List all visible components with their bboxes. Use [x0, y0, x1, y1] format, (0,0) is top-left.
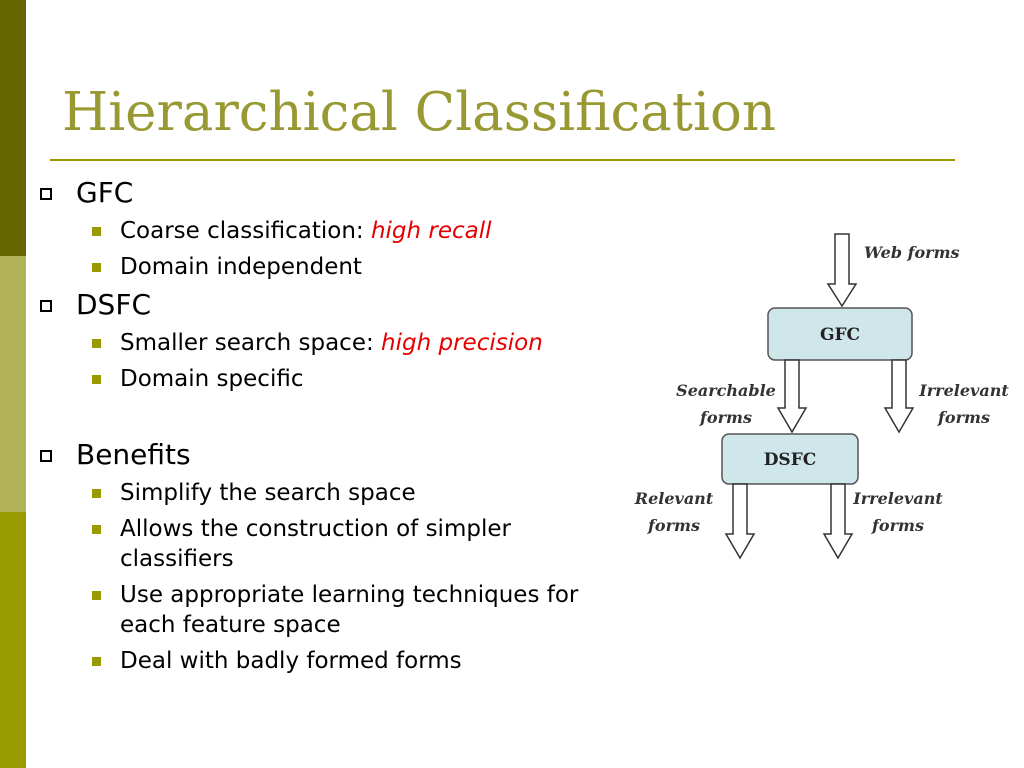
bullet-gfc: GFC — [40, 176, 620, 210]
sub-bullet: Smaller search space: high precision — [40, 328, 620, 358]
sidebar-band-bottom — [0, 512, 26, 768]
flow-diagram-svg: Web forms GFC Searchable forms Irrelevan… — [634, 233, 1009, 560]
hollow-square-bullet-icon — [40, 188, 52, 200]
relevant-label-line2: forms — [647, 516, 700, 535]
sub-bullet-text: Deal with badly formed forms — [120, 648, 462, 674]
title-divider — [50, 159, 955, 161]
square-bullet-icon — [92, 227, 101, 236]
square-bullet-icon — [92, 375, 101, 384]
input-arrow-icon — [826, 233, 858, 308]
sub-bullet: Domain independent — [40, 252, 620, 282]
bullet-heading: GFC — [76, 176, 134, 209]
sub-bullet-text: Allows the construction of simpler class… — [120, 516, 511, 572]
sub-bullet-emphasis: high precision — [381, 330, 543, 356]
hollow-square-bullet-icon — [40, 450, 52, 462]
sub-bullet-text: Domain specific — [120, 366, 304, 392]
irrelevant-arrow-icon — [822, 483, 854, 560]
relevant-label-line1: Relevant — [634, 489, 714, 508]
searchable-label-line1: Searchable — [676, 381, 776, 400]
bullet-heading: DSFC — [76, 288, 151, 321]
sub-bullet: Use appropriate learning techniques for … — [40, 580, 620, 640]
sub-bullet: Allows the construction of simpler class… — [40, 514, 620, 574]
irrelevant-label-line2: forms — [871, 516, 924, 535]
slide-title: Hierarchical Classification — [62, 82, 777, 143]
sub-bullet-text: Coarse classification: — [120, 218, 371, 244]
sub-bullet: Deal with badly formed forms — [40, 646, 620, 676]
gfc-box — [767, 307, 913, 361]
searchable-arrow-icon — [776, 359, 808, 434]
sub-bullet-text: Smaller search space: — [120, 330, 382, 356]
sub-bullet-text: Simplify the search space — [120, 480, 416, 506]
sub-bullet: Domain specific — [40, 364, 620, 394]
searchable-label-line2: forms — [699, 408, 752, 427]
input-label: Web forms — [864, 243, 960, 262]
sub-bullet-text: Use appropriate learning techniques for … — [120, 582, 579, 638]
sub-bullet-emphasis: high recall — [370, 218, 492, 244]
bullet-dsfc: DSFC — [40, 288, 620, 322]
sub-bullet: Simplify the search space — [40, 478, 620, 508]
square-bullet-icon — [92, 657, 101, 666]
square-bullet-icon — [92, 489, 101, 498]
gfc-box-label: GFC — [820, 325, 860, 345]
dsfc-box — [721, 433, 859, 485]
irrelevant-label-line1: Irrelevant — [918, 381, 1009, 400]
irrelevant-arrow-icon — [883, 359, 915, 434]
square-bullet-icon — [92, 263, 101, 272]
classification-flow-diagram: Web forms GFC Searchable forms Irrelevan… — [630, 228, 1020, 568]
sub-bullet-text: Domain independent — [120, 254, 362, 280]
square-bullet-icon — [92, 591, 101, 600]
hollow-square-bullet-icon — [40, 300, 52, 312]
irrelevant-label-line1: Irrelevant — [852, 489, 943, 508]
square-bullet-icon — [92, 525, 101, 534]
bullet-list: GFC Coarse classification: high recall D… — [40, 176, 620, 676]
sidebar-band-top — [0, 0, 26, 256]
square-bullet-icon — [92, 339, 101, 348]
bullet-heading: Benefits — [76, 438, 191, 471]
sidebar-band-middle — [0, 256, 26, 512]
sub-bullet: Coarse classification: high recall — [40, 216, 620, 246]
irrelevant-label-line2: forms — [937, 408, 990, 427]
relevant-arrow-icon — [724, 483, 756, 560]
dsfc-box-label: DSFC — [764, 450, 817, 470]
bullet-benefits: Benefits — [40, 438, 620, 472]
